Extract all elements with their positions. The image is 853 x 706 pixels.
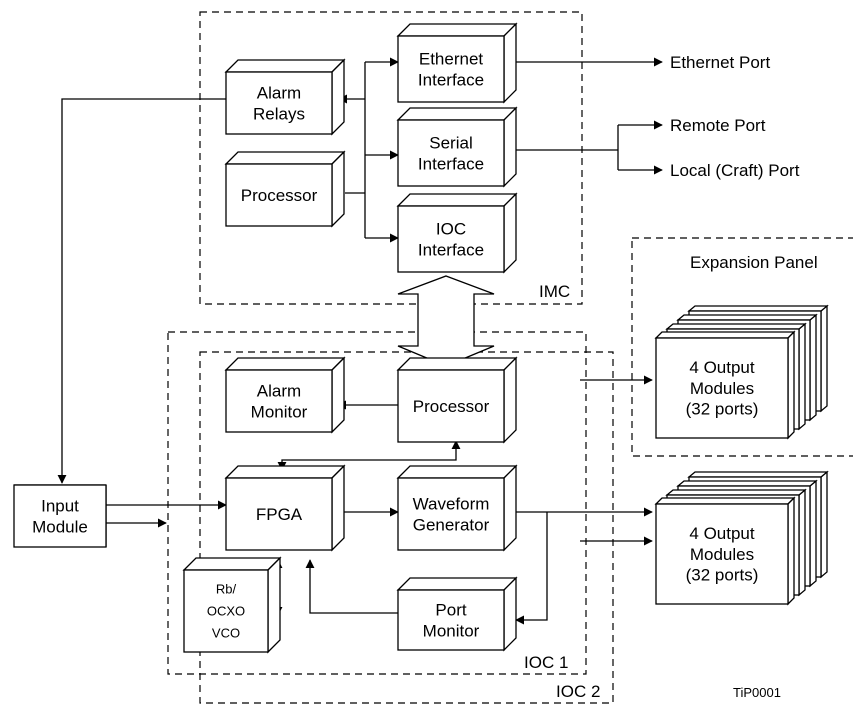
processor-ioc: Processor bbox=[396, 356, 518, 444]
alarm-relays-label-line: Relays bbox=[253, 104, 305, 123]
ioc-interface-label-line: Interface bbox=[418, 240, 484, 259]
oscillator-rb-ocxo-vco-label-line: Rb/ bbox=[216, 582, 237, 597]
input-module-label-line: Module bbox=[32, 517, 88, 536]
oscillator-rb-ocxo-vco-label-line: OCXO bbox=[207, 604, 245, 619]
output-modules-expansion-label-line: 4 Output bbox=[689, 358, 754, 377]
ethernet-interface-label-line: Interface bbox=[418, 70, 484, 89]
output-modules-main-label-line: Modules bbox=[690, 545, 754, 564]
alarm-relays-label-line: Alarm bbox=[257, 84, 301, 103]
ioc1-label: IOC 1 bbox=[524, 653, 568, 672]
ioc2-label: IOC 2 bbox=[556, 682, 600, 701]
output-modules-expansion-label-line: Modules bbox=[690, 379, 754, 398]
imc-region bbox=[199, 11, 583, 305]
processor-imc-label-line: Processor bbox=[241, 186, 318, 205]
port-monitor-label-line: Monitor bbox=[423, 621, 480, 640]
fpga-label-line: FPGA bbox=[256, 505, 303, 524]
output-modules-main-label-line: (32 ports) bbox=[686, 566, 759, 585]
alarm-monitor-label-line: Monitor bbox=[251, 402, 308, 421]
processor-imc: Processor bbox=[224, 150, 346, 228]
port-monitor-label-line: Port bbox=[435, 601, 466, 620]
ioc-interface-label-line: IOC bbox=[436, 220, 466, 239]
ethernet-port-label: Ethernet Port bbox=[670, 53, 770, 72]
serial-interface-label-line: Serial bbox=[429, 134, 472, 153]
remote-port-label: Remote Port bbox=[670, 116, 766, 135]
imc-label: IMC bbox=[539, 282, 570, 301]
imc-ioc-link-arrow bbox=[397, 275, 495, 367]
alarm-monitor-label-line: Alarm bbox=[257, 382, 301, 401]
local-craft-port-label: Local (Craft) Port bbox=[670, 161, 800, 180]
ethernet-interface-label-line: Ethernet bbox=[419, 50, 484, 69]
ioc2-region bbox=[199, 351, 614, 704]
output-modules-expansion-label-line: (32 ports) bbox=[686, 400, 759, 419]
connections bbox=[57, 57, 663, 625]
processor-ioc-label-line: Processor bbox=[413, 397, 490, 416]
ioc1-region bbox=[167, 331, 587, 675]
serial-interface-label-line: Interface bbox=[418, 154, 484, 173]
expansion-panel-label: Expansion Panel bbox=[690, 253, 818, 272]
expansion-panel-region bbox=[631, 237, 853, 457]
output-modules-main-label-line: 4 Output bbox=[689, 524, 754, 543]
oscillator-rb-ocxo-vco: Rb/OCXO VCO bbox=[182, 556, 282, 654]
waveform-generator-label-line: Waveform bbox=[413, 495, 490, 514]
figure-id: TiP0001 bbox=[733, 685, 781, 700]
input-module-label-line: Input bbox=[41, 497, 79, 516]
waveform-generator-label-line: Generator bbox=[413, 515, 490, 534]
fpga: FPGA bbox=[224, 464, 346, 552]
oscillator-rb-ocxo-vco-label-line: VCO bbox=[212, 626, 240, 641]
